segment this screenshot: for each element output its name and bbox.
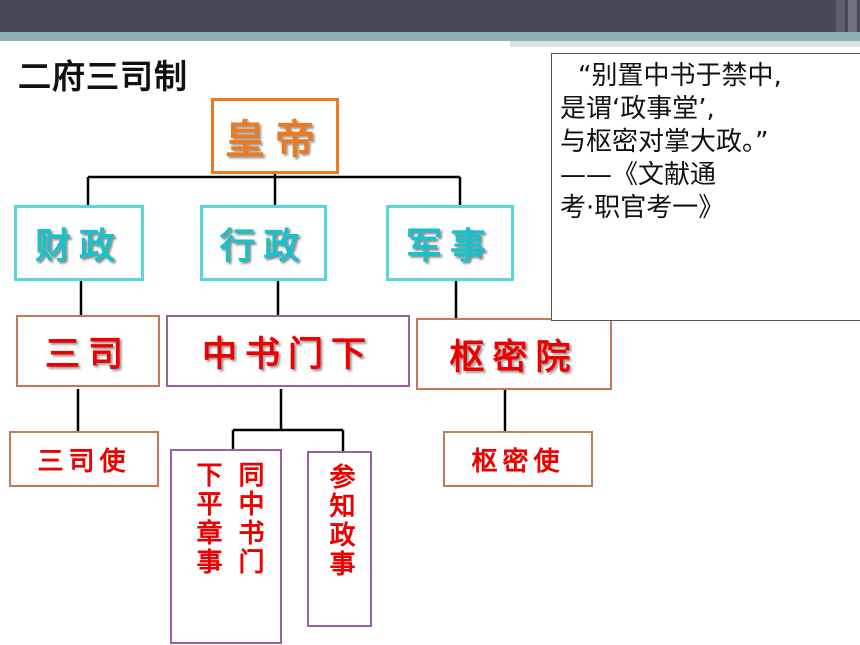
quote-line: 与枢密对掌大政。” [560, 127, 769, 157]
dept-finance-box: 财政 [14, 205, 144, 281]
dept-military-box: 军事 [386, 205, 514, 281]
quote-line: 考·职官考一》 [560, 193, 725, 223]
slide-top-bar [0, 0, 860, 32]
slide-corner-accent [836, 0, 845, 32]
official-canzhizhengshi-box: 参知政事 [307, 451, 372, 627]
emperor-box: 皇帝 [211, 98, 339, 174]
quote-box: “别置中书于禁中, 是谓‘政事堂’, 与枢密对掌大政。” ——《文献通 考·职官… [551, 53, 860, 321]
official-shumishi-box: 枢密使 [443, 431, 593, 487]
organ-zhongshu-menxia-box: 中书门下 [166, 315, 410, 387]
quote-line: 是谓‘政事堂’, [560, 94, 715, 124]
slide-title: 二府三司制 [18, 57, 188, 96]
quote-line: ——《文献通 [560, 160, 717, 190]
slide-accent-band-light [510, 41, 860, 47]
official-sansishi-box: 三司使 [9, 431, 159, 487]
slide-corner-accent [848, 0, 857, 32]
quote-line: “别置中书于禁中, [578, 61, 782, 91]
official-tongzhongshu-text-left: 下平章事 [192, 461, 222, 577]
official-tongzhongshu-box: 同中书门 下平章事 [170, 449, 282, 644]
official-tongzhongshu-text-right: 同中书门 [234, 461, 264, 577]
dept-administration-box: 行政 [200, 205, 327, 281]
organ-shumiyuan-box: 枢密院 [416, 318, 612, 390]
slide-accent-band [0, 32, 860, 41]
organ-sansi-box: 三司 [16, 315, 160, 387]
official-canzhizhengshi-text: 参知政事 [325, 463, 355, 579]
